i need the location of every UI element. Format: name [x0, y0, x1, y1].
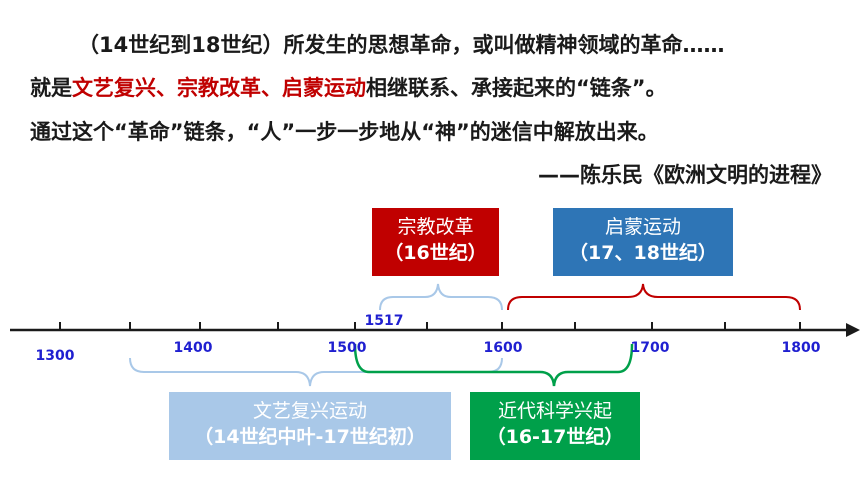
- tick-label-1800: 1800: [781, 340, 821, 356]
- reformation-box: 宗教改革 （16世纪）: [372, 208, 499, 276]
- tick-label-1300: 1300: [35, 348, 75, 364]
- enlightenment-title: 启蒙运动: [604, 216, 681, 238]
- science-period: （16-17世纪）: [486, 426, 624, 448]
- quote-highlight: 文艺复兴、宗教改革、启蒙运动: [72, 76, 366, 100]
- enlightenment-period: （17、18世纪）: [569, 242, 717, 264]
- quote-line-1: （14世纪到18世纪）所发生的思想革命，或叫做精神领域的革命……: [78, 33, 725, 57]
- tick-label-1400: 1400: [173, 340, 213, 356]
- enlightenment-box: 启蒙运动 （17、18世纪）: [553, 208, 733, 276]
- science-box: 近代科学兴起 （16-17世纪）: [470, 392, 640, 460]
- quote-line-2: 就是文艺复兴、宗教改革、启蒙运动相继联系、承接起来的“链条”。: [30, 73, 860, 103]
- reformation-brace: [379, 283, 503, 311]
- quote-line-3: 通过这个“革命”链条，“人”一步一步地从“神”的迷信中解放出来。: [30, 120, 659, 144]
- tick-label-1500: 1500: [327, 340, 367, 356]
- tick-label-1600: 1600: [483, 340, 523, 356]
- quote-source: ——陈乐民《欧洲文明的进程》: [538, 163, 832, 187]
- reformation-title: 宗教改革: [397, 216, 474, 238]
- renaissance-box: 文艺复兴运动 （14世纪中叶-17世纪初）: [169, 392, 451, 460]
- tick-label-1700: 1700: [630, 340, 670, 356]
- enlightenment-brace: [507, 283, 801, 311]
- renaissance-title: 文艺复兴运动: [252, 400, 367, 422]
- quote-line-2-prefix: 就是: [30, 76, 72, 100]
- marker-label-1517: 1517: [364, 313, 404, 329]
- science-brace: [353, 343, 634, 387]
- quote-line-2-suffix: 相继联系、承接起来的“链条”。: [366, 76, 667, 100]
- renaissance-period: （14世纪中叶-17世纪初）: [194, 426, 426, 448]
- reformation-period: （16世纪）: [384, 242, 487, 264]
- science-title: 近代科学兴起: [497, 400, 612, 422]
- timeline-arrowhead: [846, 323, 860, 337]
